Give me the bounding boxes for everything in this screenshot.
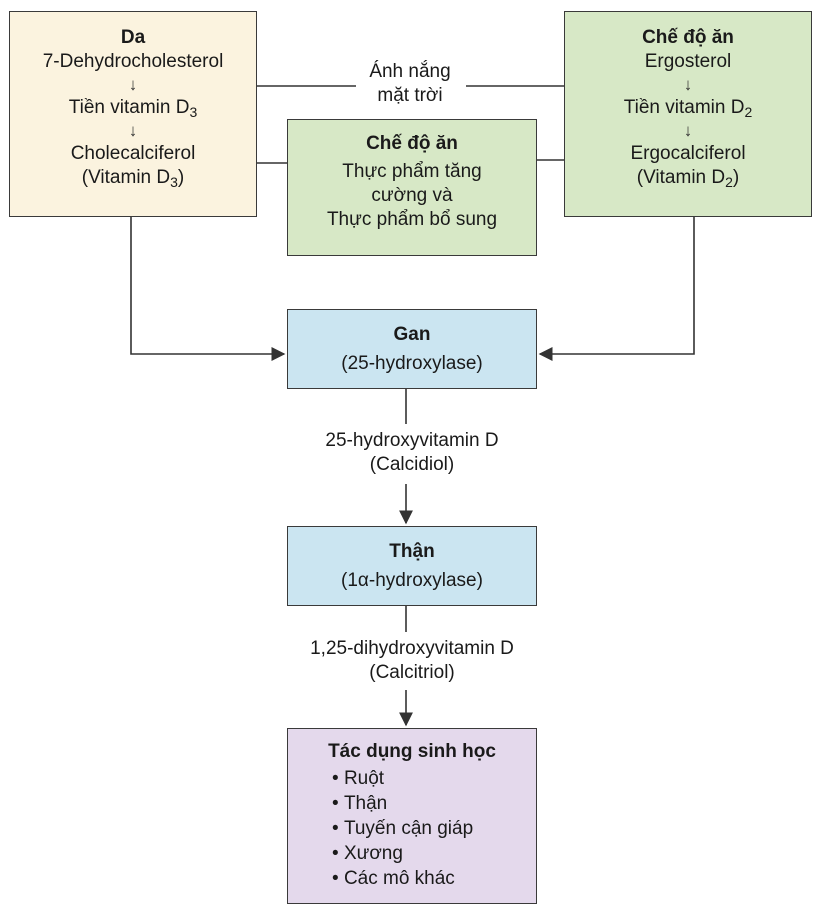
kidney-enzyme: (1α-hydroxylase) <box>341 570 483 591</box>
liver-box: Gan (25-hydroxylase) <box>287 309 537 389</box>
diet-ergocalciferol: Ergocalciferol <box>630 143 746 164</box>
calcitriol-label: 1,25-dihydroxyvitamin D (Calcitriol) <box>310 638 514 683</box>
skin-cholecalciferol: Cholecalciferol <box>70 143 196 164</box>
diet-to-liver-connector <box>538 217 695 361</box>
biological-effects-box: Tác dụng sinh học Ruột Thận Tuyến cận gi… <box>287 728 537 904</box>
skin-previtamin: Tiền vitamin D3 <box>68 97 198 120</box>
effects-list: Ruột Thận Tuyến cận giáp Xương Các mô kh… <box>288 766 536 891</box>
skin-vitamin-d3: (Vitamin D3) <box>81 167 185 190</box>
kidney-title: Thận <box>389 541 435 562</box>
calcidiol-label: 25-hydroxyvitamin D (Calcidiol) <box>325 430 499 475</box>
diet-vitamin-d2: (Vitamin D2) <box>636 167 740 190</box>
diet-down-arrow-2: ↓ <box>683 121 693 140</box>
effect-item: Thận <box>332 791 536 816</box>
skin-to-liver-connector <box>130 217 286 361</box>
kidney-box: Thận (1α-hydroxylase) <box>287 526 537 606</box>
skin-down-arrow-2: ↓ <box>128 121 138 140</box>
sunlight-label: Ánh nắng mặt trời <box>369 61 451 106</box>
fortified-line-3: Thực phẩm bổ sung <box>326 209 498 230</box>
effects-title: Tác dụng sinh học <box>328 741 496 762</box>
effect-item: Ruột <box>332 766 536 791</box>
skin-down-arrow-1: ↓ <box>128 75 138 94</box>
liver-title: Gan <box>393 324 431 345</box>
fortified-line-1: Thực phẩm tăng <box>342 161 482 182</box>
liver-enzyme: (25-hydroxylase) <box>341 353 483 374</box>
effect-item: Tuyến cận giáp <box>332 816 536 841</box>
diet-fortified-box: Chế độ ăn Thực phẩm tăng cường và Thực p… <box>287 119 537 256</box>
skin-dehydrocholesterol: 7-Dehydrocholesterol <box>42 51 224 72</box>
diet-previtamin: Tiền vitamin D2 <box>623 97 753 120</box>
effect-item: Xương <box>332 841 536 866</box>
diet-fortified-title: Chế độ ăn <box>366 133 458 154</box>
skin-box: Da 7-Dehydrocholesterol ↓ Tiền vitamin D… <box>9 11 257 217</box>
effect-item: Các mô khác <box>332 866 536 891</box>
fortified-line-2: cường và <box>371 185 453 206</box>
skin-title: Da <box>120 27 146 48</box>
diet-plant-box: Chế độ ăn Ergosterol ↓ Tiền vitamin D2 ↓… <box>564 11 812 217</box>
diet-ergosterol: Ergosterol <box>644 51 732 72</box>
diet-plant-title: Chế độ ăn <box>642 27 734 48</box>
diet-down-arrow-1: ↓ <box>683 75 693 94</box>
